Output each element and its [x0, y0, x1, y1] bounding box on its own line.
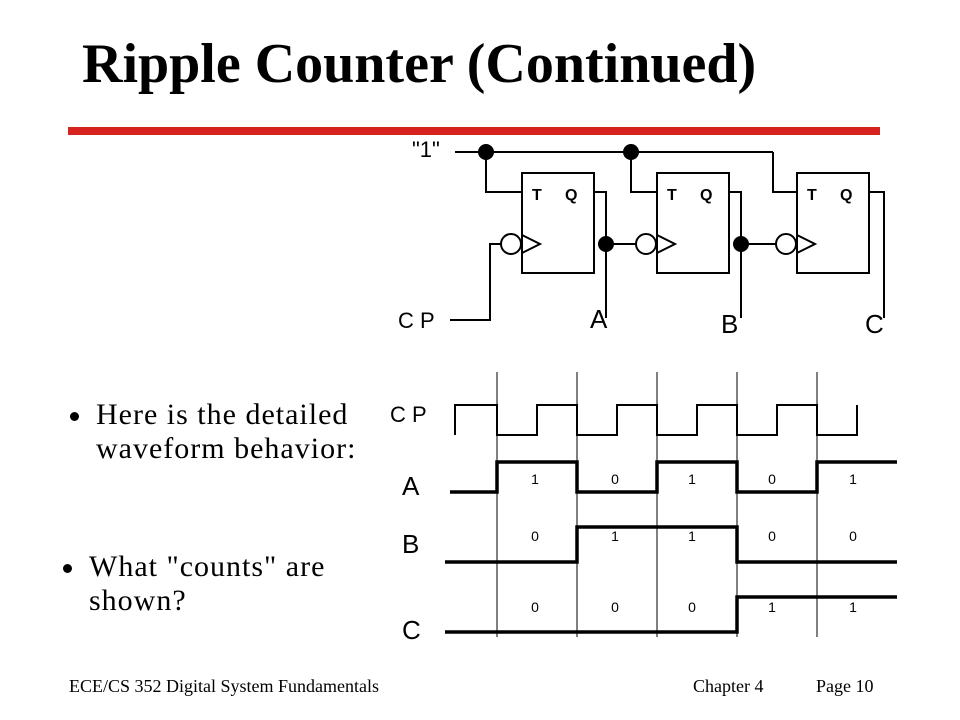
- bullet-waveform: Here is the detailed waveform behavior:: [70, 398, 370, 470]
- footer-course: ECE/CS 352 Digital System Fundamentals: [69, 676, 379, 696]
- bullet-1-line-1: Here is the detailed: [96, 398, 349, 431]
- output-b-label: B: [721, 309, 738, 339]
- footer-chapter: Chapter 4: [693, 676, 764, 696]
- bullet-2-line-2: shown?: [89, 584, 187, 617]
- cp-input-wire: [450, 243, 501, 321]
- bullet-dot: [70, 412, 79, 421]
- svg-text:Q: Q: [700, 187, 712, 204]
- clock-inverter-bubble: [775, 233, 797, 255]
- svg-text:Q: Q: [840, 187, 852, 204]
- output-c-wire: [869, 191, 885, 318]
- bullet-dot: [63, 564, 72, 573]
- state-value: 0: [611, 471, 619, 487]
- bullet-2-line-1: What "counts" are: [89, 550, 326, 583]
- state-value: 1: [611, 528, 619, 544]
- waveform-label-a: A: [402, 471, 420, 501]
- t-input-wire-b: [630, 152, 657, 193]
- svg-text:T: T: [667, 187, 677, 204]
- state-value: 1: [768, 599, 776, 615]
- state-value: 0: [688, 599, 696, 615]
- waveform-a: [450, 460, 897, 494]
- clock-inverter-bubble: [635, 233, 657, 255]
- output-a-label: A: [590, 304, 608, 334]
- clock-waveform: [454, 404, 858, 436]
- timing-waveforms: [445, 404, 897, 634]
- state-value: 1: [688, 471, 696, 487]
- output-c-label: C: [865, 309, 884, 339]
- state-value: 0: [531, 528, 539, 544]
- slide-title: Ripple Counter (Continued): [82, 33, 757, 95]
- footer-page-number: Page 10: [816, 676, 874, 696]
- title-rule: [68, 127, 880, 135]
- waveform-cp-label: C P: [390, 402, 427, 427]
- t-input-wire-c: [772, 152, 797, 193]
- state-value: 0: [611, 599, 619, 615]
- t-flip-flop-b: T Q: [635, 172, 730, 274]
- junction-dot: [598, 236, 614, 252]
- state-value: 0: [768, 528, 776, 544]
- junction-dot: [733, 236, 749, 252]
- cp-input-label: C P: [398, 308, 435, 333]
- t-flip-flop-a: T Q: [500, 172, 595, 274]
- state-value: 0: [768, 471, 776, 487]
- svg-text:T: T: [807, 187, 817, 204]
- bullet-1-line-2: waveform behavior:: [96, 432, 357, 465]
- state-value: 1: [849, 471, 857, 487]
- logic-one-label: "1": [412, 137, 440, 162]
- output-a-wire: [594, 191, 607, 318]
- t-input-wire-a: [485, 152, 522, 193]
- clock-inverter-bubble: [500, 233, 522, 255]
- svg-text:Q: Q: [565, 187, 577, 204]
- output-b-wire: [729, 191, 742, 318]
- waveform-b: [445, 525, 897, 564]
- t-flip-flop-c: T Q: [775, 172, 870, 274]
- ripple-counter-circuit: "1" C P T Q T Q T Q: [398, 137, 885, 339]
- state-value: 1: [531, 471, 539, 487]
- state-value: 1: [688, 528, 696, 544]
- waveform-c: [445, 595, 897, 634]
- state-value: 1: [849, 599, 857, 615]
- state-value: 0: [849, 528, 857, 544]
- state-value: 0: [531, 599, 539, 615]
- waveform-label-c: C: [402, 615, 421, 645]
- bullet-counts: What "counts" are shown?: [63, 550, 363, 622]
- waveform-label-b: B: [402, 529, 419, 559]
- svg-text:T: T: [532, 187, 542, 204]
